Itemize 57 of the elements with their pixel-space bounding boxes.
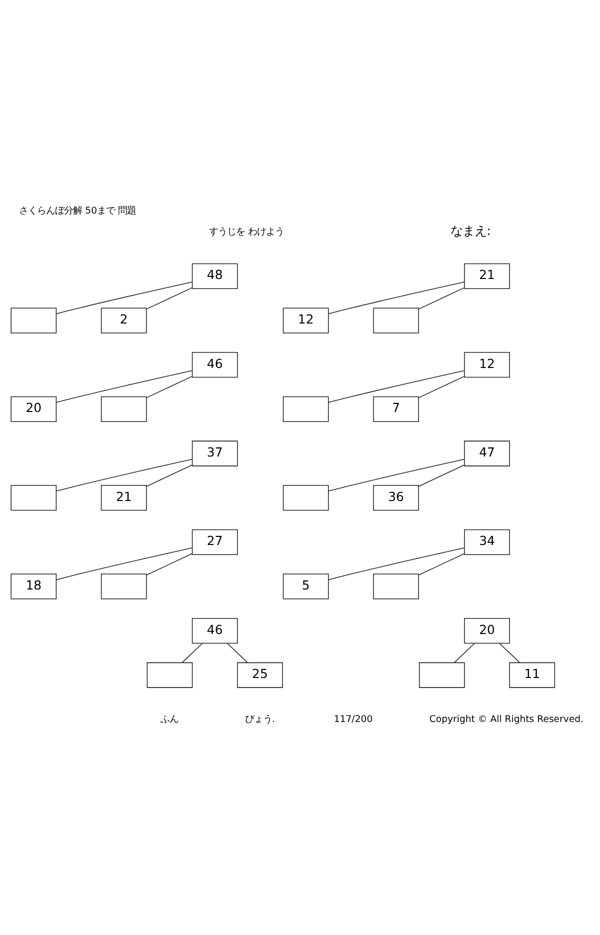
label: びょう. bbox=[244, 714, 275, 725]
connector bbox=[498, 642, 520, 664]
node-box: 37 bbox=[192, 440, 238, 466]
node-box bbox=[282, 396, 329, 422]
node-box: 48 bbox=[192, 263, 238, 290]
node-box: 18 bbox=[10, 574, 57, 600]
connector bbox=[56, 458, 193, 492]
connector bbox=[418, 287, 465, 310]
node-box bbox=[100, 574, 147, 600]
node-box: 5 bbox=[282, 574, 329, 600]
node-box bbox=[146, 662, 193, 688]
connector bbox=[56, 282, 193, 314]
node-box bbox=[373, 308, 419, 334]
connector bbox=[328, 458, 465, 492]
node-box bbox=[373, 574, 419, 600]
connector bbox=[226, 642, 248, 664]
label: すうじを わけよう bbox=[209, 226, 284, 238]
connector bbox=[182, 642, 203, 664]
connector bbox=[418, 376, 465, 398]
connector bbox=[328, 548, 465, 580]
label: なまえ: bbox=[450, 222, 491, 238]
node-box bbox=[100, 396, 147, 422]
node-box: 47 bbox=[464, 440, 510, 466]
node-box: 11 bbox=[509, 662, 556, 688]
node-box bbox=[418, 662, 465, 688]
node-box: 46 bbox=[192, 618, 238, 644]
node-box: 21 bbox=[100, 485, 147, 511]
connector bbox=[454, 642, 476, 664]
node-box: 27 bbox=[192, 529, 238, 555]
node-box bbox=[282, 485, 329, 511]
connector bbox=[146, 553, 193, 576]
connector bbox=[146, 376, 193, 398]
node-box: 21 bbox=[464, 263, 510, 290]
node-box bbox=[10, 308, 57, 334]
node-box: 34 bbox=[464, 529, 510, 555]
connector bbox=[56, 370, 193, 403]
connector bbox=[418, 464, 465, 487]
diagram-title: さくらんぼ分解 50まで 問題 bbox=[19, 206, 136, 217]
connector bbox=[146, 287, 193, 310]
node-box: 12 bbox=[282, 308, 329, 334]
node-box: 20 bbox=[464, 618, 510, 644]
node-box: 25 bbox=[237, 662, 283, 688]
node-box: 46 bbox=[192, 352, 238, 378]
node-box: 7 bbox=[373, 396, 419, 422]
label: 117/200 bbox=[334, 714, 373, 725]
node-box bbox=[10, 485, 57, 511]
node-box: 36 bbox=[373, 485, 419, 511]
connector bbox=[328, 370, 465, 403]
connector bbox=[328, 282, 465, 314]
label: ふん bbox=[160, 714, 179, 725]
connector bbox=[418, 553, 465, 576]
connector bbox=[56, 548, 193, 580]
label: Copyright © All Rights Reserved. bbox=[429, 714, 584, 725]
node-box: 20 bbox=[10, 396, 57, 422]
connector bbox=[146, 464, 193, 487]
node-box: 12 bbox=[464, 352, 510, 378]
node-box: 2 bbox=[100, 308, 147, 334]
